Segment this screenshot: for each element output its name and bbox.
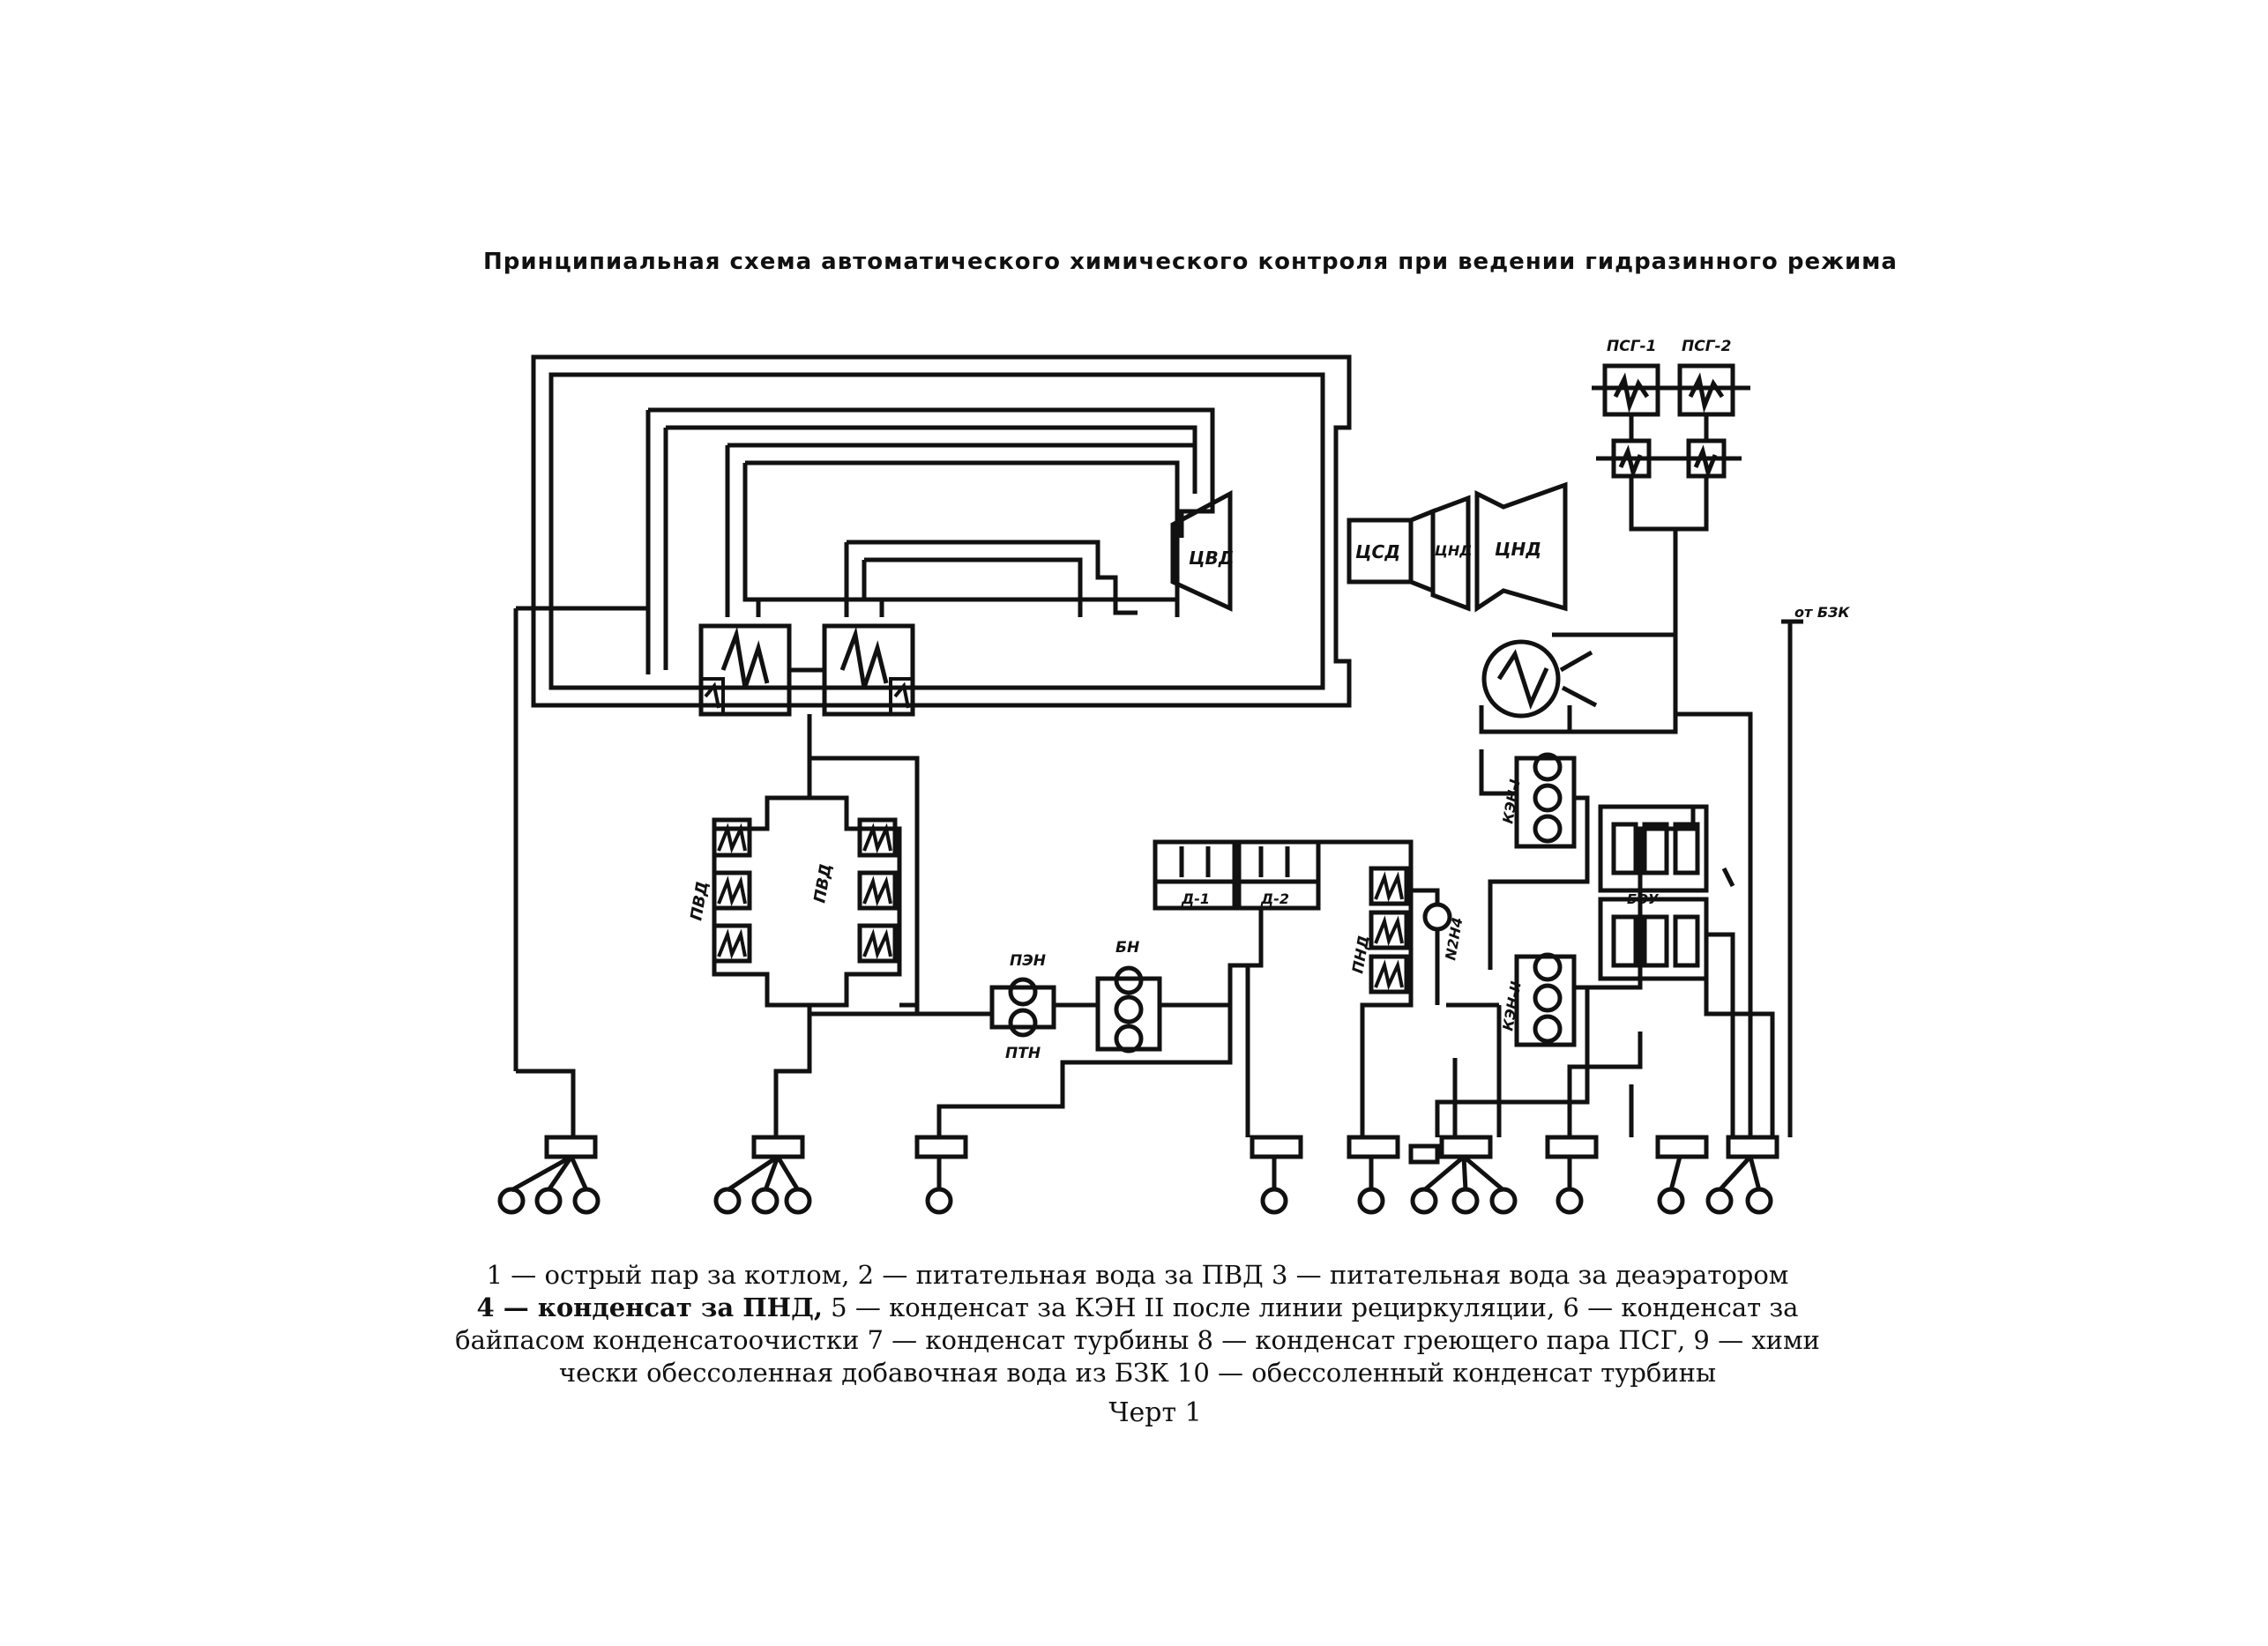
- sampling-lines: [516, 965, 1634, 1137]
- makeup-water-line: от БЗК: [1781, 604, 1850, 1137]
- deaerators: Д-1 Д-2: [1153, 839, 1414, 911]
- psg2-label: ПСГ-2: [1682, 338, 1731, 355]
- condensate-pumps: КЭН-I КЭН-II БОУ: [1435, 711, 1775, 1137]
- from-bzk-label: от БЗК: [1794, 604, 1850, 621]
- analyzer-block-3: [914, 1135, 968, 1215]
- caption-line-3: байпасом конденсатоочистки 7 — конденсат…: [455, 1325, 1820, 1355]
- analyzer-block-4: [1250, 1135, 1303, 1215]
- caption-line-2: 4 — конденсат за ПНД, 5 — конденсат за К…: [432, 1292, 1843, 1324]
- diagram-title: Принципиальная схема автоматического хим…: [483, 249, 1898, 275]
- analyzer-block-7: [1545, 1135, 1599, 1215]
- deaerator1-label: Д-1: [1181, 890, 1210, 907]
- hp-turbine: ЦВД: [1170, 489, 1235, 612]
- ip-turbine-label: ЦСД: [1355, 541, 1400, 562]
- pvd-left-label: ПВД: [687, 880, 712, 922]
- pvd-right-label: ПВД: [810, 862, 835, 905]
- ip-turbine: ЦСД: [1347, 508, 1436, 594]
- caption-line-2-bold: 4 — конденсат за ПНД,: [476, 1292, 823, 1322]
- steam-loops: [513, 354, 1352, 1071]
- deaerator2-label: Д-2: [1260, 890, 1289, 907]
- ptn-label: ПТН: [1005, 1045, 1041, 1062]
- condenser: [1479, 632, 1678, 734]
- analyzer-block-2: [713, 1135, 812, 1215]
- heat-exchangers: [698, 623, 915, 780]
- caption-line-2-rest: 5 — конденсат за КЭН II после линии реци…: [822, 1292, 1799, 1322]
- lp-turbine-label: ЦНД: [1495, 539, 1541, 560]
- hp-turbine-label: ЦВД: [1189, 547, 1235, 569]
- network-heaters: ПСГ-1 ПСГ-2: [1592, 338, 1750, 732]
- figure-number: Черт 1: [1108, 1397, 1202, 1428]
- psg1-label: ПСГ-1: [1607, 338, 1656, 355]
- ip2-turbine: ЦНД: [1430, 495, 1472, 612]
- analyzer-block-8: [1655, 1135, 1779, 1215]
- ip2-turbine-label: ЦНД: [1435, 542, 1472, 559]
- analyzer-block-6: [1408, 1135, 1518, 1215]
- feed-pumps: ПЭН ПТН БН: [807, 908, 1264, 1062]
- analyzer-blocks: [497, 1135, 1779, 1215]
- bn-label: БН: [1115, 939, 1139, 957]
- hp-heaters: ПВД ПВД: [687, 756, 920, 1014]
- analyzer-block-5: [1347, 1135, 1400, 1215]
- pen-label: ПЭН: [1010, 952, 1046, 970]
- caption-line-1: 1 — острый пар за котлом, 2 — питательна…: [486, 1260, 1789, 1290]
- caption-line-4: чески обессоленная добавочная вода из БЗ…: [558, 1358, 1717, 1388]
- lp-heaters: ПНД N2H4: [1349, 860, 1499, 1058]
- analyzer-block-1: [497, 1135, 601, 1215]
- ken2-label: КЭН-II: [1499, 979, 1525, 1032]
- ken1-label: КЭН-I: [1499, 778, 1524, 824]
- pvd-left-column: [712, 817, 752, 964]
- lp-turbine: ЦНД: [1474, 481, 1568, 613]
- pvd-right-column: [857, 817, 898, 964]
- boy-label: БОУ: [1627, 891, 1660, 907]
- legend-caption: 1 — острый пар за котлом, 2 — питательна…: [432, 1259, 1843, 1389]
